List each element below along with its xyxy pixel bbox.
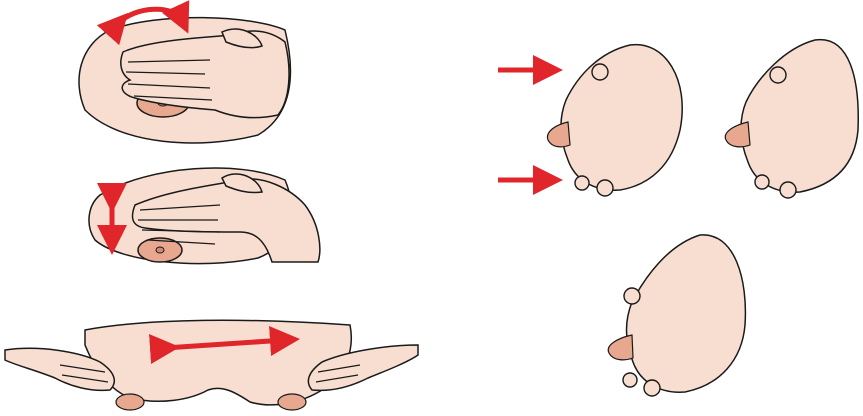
left-areola xyxy=(116,394,144,410)
nipple-side xyxy=(608,335,633,360)
side-view-lower-panel xyxy=(608,235,745,396)
node-top xyxy=(592,64,608,80)
nipple-side xyxy=(547,122,570,147)
lateral-massage-panel xyxy=(5,320,418,410)
node-top xyxy=(770,67,786,83)
side-view-with-arrows-panel xyxy=(498,45,682,196)
node-bottom-2 xyxy=(597,180,613,196)
node-bottom-2 xyxy=(644,380,660,396)
node-top xyxy=(624,288,640,304)
circular-massage-panel xyxy=(79,9,290,143)
breast-side-shape xyxy=(561,45,682,191)
side-view-plain-panel xyxy=(725,40,858,198)
breast-side-shape xyxy=(741,40,858,193)
vertical-massage-panel xyxy=(89,168,320,264)
torso-shape xyxy=(85,320,351,405)
breast-side-shape xyxy=(626,235,745,392)
node-bottom-1 xyxy=(623,373,637,387)
node-bottom-2 xyxy=(780,182,796,198)
nipple xyxy=(156,247,164,253)
right-areola xyxy=(278,394,306,410)
nipple-side xyxy=(725,122,750,147)
node-bottom-1 xyxy=(755,175,769,189)
node-bottom-1 xyxy=(575,176,589,190)
